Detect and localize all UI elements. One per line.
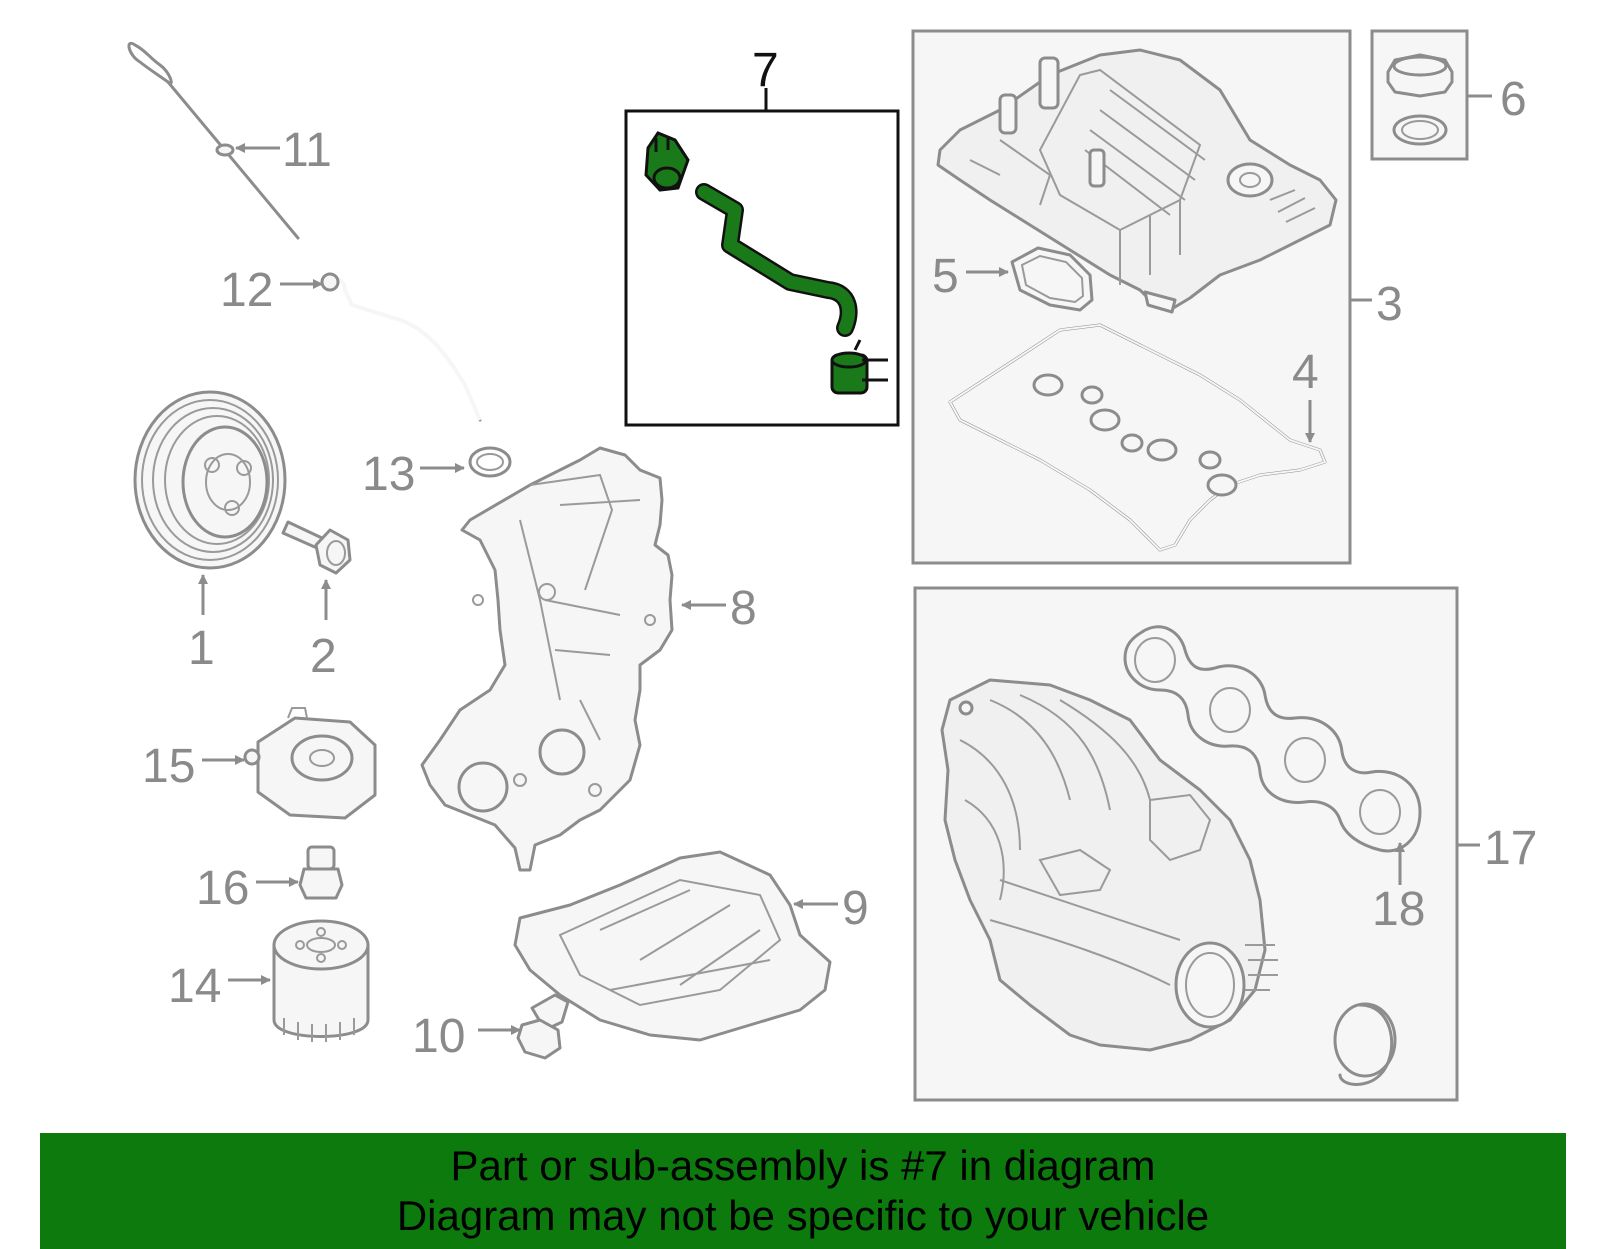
- oil-pan-part-9[interactable]: [513, 850, 832, 1042]
- drain-plug-part-10[interactable]: [516, 993, 570, 1060]
- valve-cover-gasket-part-4[interactable]: [948, 323, 1327, 552]
- label-11: 11: [282, 124, 332, 177]
- pulley-bolt-part-2[interactable]: [281, 520, 352, 575]
- label-10: 10: [412, 1010, 465, 1063]
- dipstick-tube-part-12[interactable]: [320, 272, 482, 422]
- label-16: 16: [196, 862, 249, 915]
- label-1: 1: [188, 622, 215, 675]
- oil-cooler-part-15[interactable]: [243, 707, 377, 820]
- label-4: 4: [1292, 346, 1319, 399]
- banner-line-2: Diagram may not be specific to your vehi…: [396, 1192, 1210, 1239]
- valve-cover-part-3[interactable]: [936, 48, 1338, 314]
- label-17: 17: [1484, 822, 1537, 875]
- intake-manifold-part-17[interactable]: [940, 678, 1397, 1086]
- label-2: 2: [310, 630, 337, 683]
- label-15: 15: [142, 740, 195, 793]
- label-14: 14: [168, 960, 221, 1013]
- intake-gasket-part-18[interactable]: [1123, 625, 1422, 853]
- label-6: 6: [1500, 73, 1527, 126]
- label-12: 12: [220, 264, 273, 317]
- oil-cooler-bolt-part-16[interactable]: [298, 845, 344, 900]
- dipstick-part-11[interactable]: [127, 41, 300, 240]
- label-18: 18: [1372, 883, 1425, 936]
- label-3: 3: [1376, 278, 1403, 331]
- label-8: 8: [730, 582, 757, 635]
- oil-filler-cap-part-6[interactable]: [1386, 53, 1454, 146]
- info-banner: Part or sub-assembly is #7 in diagram Di…: [40, 1133, 1566, 1249]
- oil-filter-part-14[interactable]: [272, 919, 370, 1042]
- crankshaft-pulley-part-1[interactable]: [133, 390, 287, 570]
- o-ring-part-13[interactable]: [468, 446, 512, 478]
- pcv-hose-part-7[interactable]: [644, 131, 888, 395]
- banner-line-1: Part or sub-assembly is #7 in diagram: [450, 1142, 1156, 1189]
- gasket-part-5[interactable]: [1010, 246, 1094, 312]
- label-5: 5: [932, 250, 959, 303]
- timing-cover-part-8[interactable]: [420, 446, 674, 872]
- label-13: 13: [362, 448, 415, 501]
- label-9: 9: [842, 882, 869, 935]
